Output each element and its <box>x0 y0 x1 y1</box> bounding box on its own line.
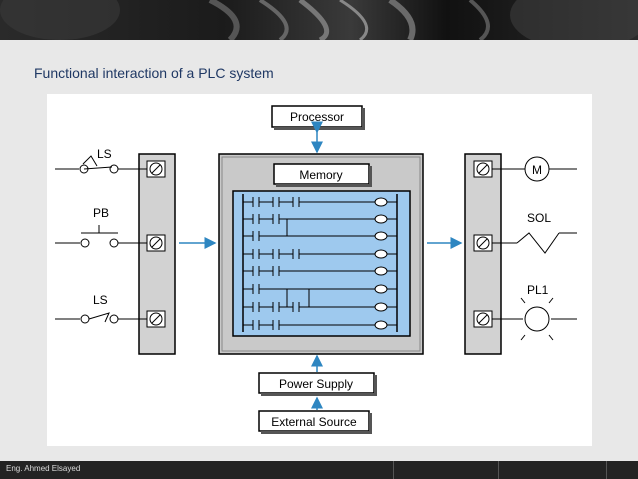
solenoid-icon: SOL <box>492 211 577 254</box>
ladder-coil <box>374 214 388 224</box>
ladder-program <box>232 190 411 337</box>
power-supply-box: Power Supply <box>258 372 377 396</box>
output-terminal-3 <box>473 310 493 328</box>
ladder-coil <box>374 249 388 259</box>
ladder-coil <box>374 197 388 207</box>
output-2-label: SOL <box>527 211 551 225</box>
external-source-box: External Source <box>258 410 372 434</box>
footer-author: Eng. Ahmed Elsayed <box>6 464 81 473</box>
output-3-label: PL1 <box>527 283 549 297</box>
ladder-coil <box>374 320 388 330</box>
top-banner <box>0 0 638 40</box>
footer-divider <box>606 461 607 479</box>
processor-box: Processor <box>271 105 365 130</box>
power-supply-label: Power Supply <box>279 377 353 391</box>
output-terminal-2 <box>473 234 493 252</box>
push-button-icon: PB <box>55 206 147 248</box>
ladder-coil <box>374 302 388 312</box>
input-module <box>138 153 176 355</box>
limit-switch-no-held-icon: LS <box>55 293 147 324</box>
memory-box: Memory <box>273 163 372 187</box>
input-2-label: PB <box>93 206 109 220</box>
input-terminal-1 <box>146 160 166 178</box>
output-module <box>464 153 502 355</box>
input-terminal-2 <box>146 234 166 252</box>
output-1-label: M <box>532 163 542 177</box>
ladder-coil <box>374 266 388 276</box>
ladder-coil <box>374 284 388 294</box>
input-1-label: LS <box>97 147 112 161</box>
input-terminal-3 <box>146 310 166 328</box>
limit-switch-nc-icon: LS <box>55 147 147 174</box>
output-terminal-1 <box>473 160 493 178</box>
external-source-label: External Source <box>271 415 357 429</box>
footer-divider <box>498 461 499 479</box>
motor-icon: M <box>492 156 577 182</box>
diagram-panel: Processor Memory <box>47 94 592 446</box>
ladder-coil <box>374 231 388 241</box>
memory-label: Memory <box>299 168 342 182</box>
pilot-light-icon: PL1 <box>492 283 577 341</box>
plc-diagram: Processor Memory <box>55 105 577 434</box>
input-3-label: LS <box>93 293 108 307</box>
banner-texture <box>0 0 638 40</box>
footer-divider <box>393 461 394 479</box>
bottom-bar: Eng. Ahmed Elsayed <box>0 461 638 479</box>
slide-title: Functional interaction of a PLC system <box>34 65 274 81</box>
processor-label: Processor <box>290 110 344 124</box>
